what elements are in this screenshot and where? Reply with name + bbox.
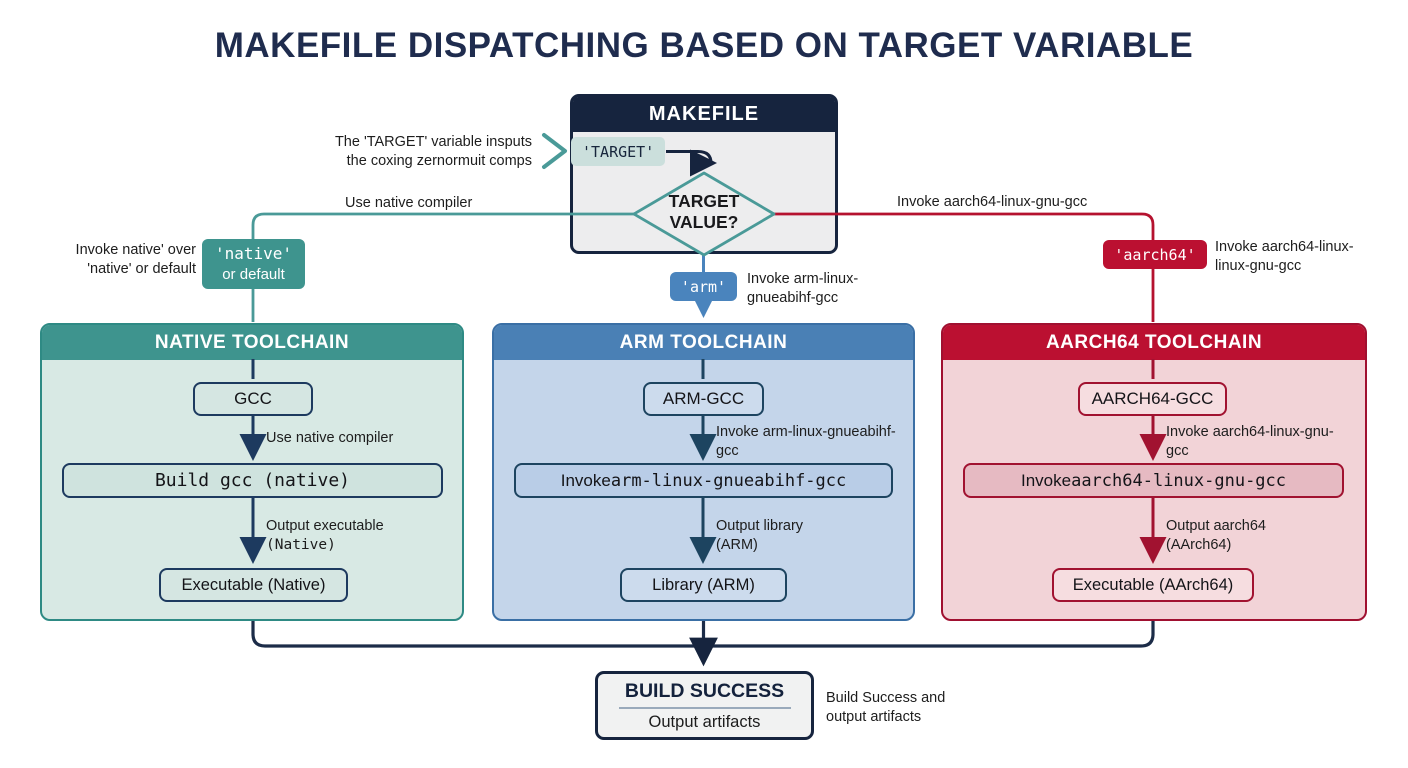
aarch64-gcc-node: AARCH64-GCC	[1078, 382, 1227, 416]
divider	[618, 707, 791, 709]
aarch64-branch-note: Invoke aarch64-linux- linux-gnu-gcc	[1215, 239, 1354, 274]
aarch64-badge: 'aarch64'	[1103, 240, 1207, 269]
build-success-subtitle: Output artifacts	[648, 713, 761, 731]
aarch64-action-node: Invoke aarch64-linux-gnu-gcc	[963, 463, 1344, 498]
native-gcc-node: GCC	[193, 382, 313, 416]
arm-step1-label: Invoke arm-linux-gnueabihf- gcc	[716, 424, 896, 459]
aarch64-step1-label: Invoke aarch64-linux-gnu- gcc	[1166, 424, 1334, 459]
native-edge-label: Use native compiler	[345, 195, 473, 211]
arm-branch-note: Invoke arm-linux- gnueabihf-gcc	[747, 271, 859, 306]
target-annotation: The 'TARGET' variable insputs the coxing…	[334, 134, 532, 169]
native-action-node: Build gcc (native)	[62, 463, 443, 498]
native-step2-label: Output executable (Native)	[266, 518, 384, 553]
native-branch-note: Invoke native' over 'native' or default	[75, 242, 196, 277]
aarch64-step2-label: Output aarch64 (AArch64)	[1166, 518, 1266, 553]
native-toolchain-header: NATIVE TOOLCHAIN	[42, 325, 462, 360]
makefile-header: MAKEFILE	[573, 97, 835, 132]
build-success-note: Build Success and output artifacts	[826, 690, 946, 725]
target-variable-pill: 'TARGET'	[571, 137, 666, 166]
arm-step2-label: Output library (ARM)	[716, 518, 804, 553]
arm-gcc-node: ARM-GCC	[643, 382, 764, 416]
native-badge: 'native' or default	[202, 239, 305, 289]
build-success-box: BUILD SUCCESS Output artifacts	[595, 671, 814, 740]
merge-line-right	[710, 621, 1155, 648]
native-output-node: Executable (Native)	[159, 568, 348, 602]
diamond-label: TARGET VALUE?	[668, 191, 740, 233]
arm-action-node: Invoke arm-linux-gnueabihf-gcc	[514, 463, 893, 498]
build-success-title: BUILD SUCCESS	[624, 680, 785, 702]
aarch64-edge-label: Invoke aarch64-linux-gnu-gcc	[897, 194, 1088, 210]
page-title: MAKEFILE DISPATCHING BASED ON TARGET VAR…	[214, 26, 1194, 65]
native-step1-label: Use native compiler	[266, 430, 394, 446]
arm-badge: 'arm'	[670, 272, 737, 301]
aarch64-toolchain-header: AARCH64 TOOLCHAIN	[943, 325, 1365, 360]
merge-line-left	[251, 621, 697, 648]
aarch64-output-node: Executable (AArch64)	[1052, 568, 1254, 602]
arm-output-node: Library (ARM)	[620, 568, 787, 602]
chevron-right-icon	[542, 133, 567, 169]
arm-toolchain-header: ARM TOOLCHAIN	[494, 325, 913, 360]
